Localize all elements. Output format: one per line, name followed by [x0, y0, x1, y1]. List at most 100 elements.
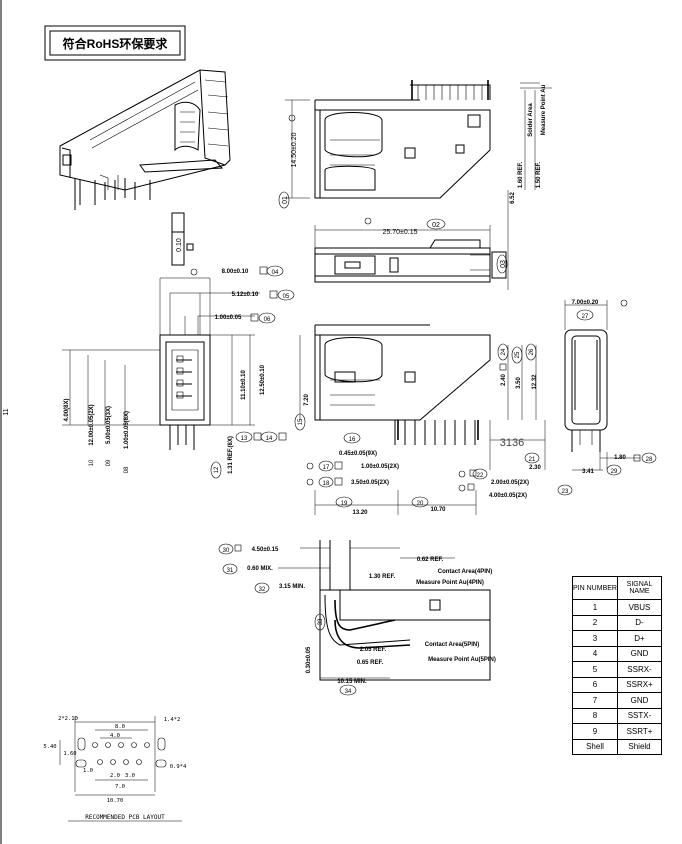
- pin-number-cell: 5: [572, 661, 618, 678]
- dim-31: 0.60 MIX.: [247, 566, 273, 572]
- pcb-7-0: 7.0: [115, 784, 125, 790]
- tag-30: 30: [223, 548, 230, 554]
- dim-06: 1.00±0.05: [215, 315, 242, 321]
- signal-name-header: SIGNAL NAME: [617, 576, 662, 600]
- dim-10: 12.00±0.05(2X): [89, 404, 95, 445]
- tag-16: 16: [349, 437, 356, 443]
- solder-area: Solder Area: [528, 103, 534, 137]
- tag-21: 21: [529, 457, 536, 463]
- tag-33: 33: [318, 618, 324, 625]
- measure-point-5pin: Measure Point Au(5PIN): [428, 657, 496, 663]
- rohs-label-box: 符合RoHS环保要求: [44, 25, 186, 61]
- top-view-drawing: 25.70±0.15 02 03 6.52: [314, 190, 516, 290]
- tag-34: 34: [345, 689, 352, 695]
- tag-09: 09: [106, 459, 112, 466]
- dim-08: 1.00±0.05(8X): [124, 411, 130, 449]
- signal-name-cell: VBUS: [617, 599, 662, 616]
- dim-0-65: 0.65 REF.: [357, 660, 384, 666]
- top-length-dim: 25.70±0.15: [383, 229, 418, 236]
- pin-number-cell: 6: [572, 676, 618, 693]
- pin-number-cell: 8: [572, 707, 618, 724]
- dim-vert: 0.30±0.05: [306, 646, 312, 673]
- pin-table-header: PIN NUMBER SIGNAL NAME: [572, 576, 662, 600]
- signal-name-cell: D+: [617, 630, 662, 647]
- tag-06: 06: [264, 317, 271, 323]
- dim-11v: 11.10±0.10: [241, 370, 247, 400]
- measure-point-4pin: Measure Point Au(4PIN): [416, 580, 484, 586]
- dim-28: 1.80: [614, 455, 626, 461]
- signal-name-cell: GND: [617, 645, 662, 662]
- dim-07: 4.00(8X): [64, 398, 70, 421]
- pin-number-cell: 9: [572, 723, 618, 740]
- tag-10: 10: [89, 459, 95, 466]
- tag-15: 15: [298, 418, 304, 425]
- dim-16: 0.45±0.05(9X): [339, 451, 377, 457]
- pin-number-cell: 3: [572, 630, 618, 647]
- dim-09: 5.00±0.05(3X): [106, 406, 112, 444]
- pcb-3-0: 3.0: [125, 773, 135, 779]
- rohs-label: 符合RoHS环保要求: [63, 36, 169, 51]
- tag-28: 28: [646, 457, 653, 463]
- tag-20: 20: [417, 501, 424, 507]
- pcb-2x2-10: 2*2.10: [58, 716, 78, 722]
- signal-name-cell: SSRT+: [617, 723, 662, 740]
- dim-04: 8.00±0.10: [222, 269, 249, 275]
- pcb-10-70: 10.70: [107, 798, 124, 804]
- pcb-5-40: 5.40: [43, 744, 56, 750]
- pin-number-header: PIN NUMBER: [572, 576, 618, 600]
- tag-01: 01: [282, 196, 289, 204]
- dim-21: 2.30: [529, 465, 541, 471]
- dim-19: 13.20: [352, 510, 368, 516]
- measure-point-au: Measure Point Au: [541, 84, 547, 135]
- dim-12: 1.31 REF.(8X): [228, 436, 234, 474]
- tag-27: 27: [582, 314, 589, 320]
- main-side-view-drawing: 7.20 15 16 0.45±0.05(9X) 17 1.00±0.05(2X…: [294, 324, 573, 516]
- pcb-layout-title: RECOMMENDED PCB LAYOUT: [85, 814, 165, 821]
- tag-12: 12: [214, 466, 220, 473]
- dim-12v: 12.50±0.10: [260, 364, 266, 395]
- tag-18: 18: [323, 481, 330, 487]
- tag-02: 02: [432, 222, 440, 229]
- pin-number-cell: 2: [572, 614, 618, 631]
- contact-area-5pin: Contact Area(5PIN): [425, 642, 479, 648]
- signal-name-cell: GND: [617, 692, 662, 709]
- tag-08: 08: [124, 466, 130, 473]
- stray-value: 3136: [500, 437, 524, 449]
- dim-30: 4.50±0.15: [252, 547, 279, 553]
- dim-17: 1.00±0.05(2X): [361, 464, 399, 470]
- tag-05: 05: [283, 294, 290, 300]
- dim-1-60: 1.60 REF.: [518, 162, 524, 189]
- dim-05: 5.12±0.10: [232, 292, 259, 298]
- dim-22: 2.00±0.05(2X): [491, 480, 529, 486]
- tag-03: 03: [500, 260, 507, 268]
- tag-23: 23: [562, 489, 569, 495]
- tag-13: 13: [241, 436, 248, 442]
- pcb-1-0: 1.0: [83, 768, 93, 774]
- pcb-1-60: 1.60: [63, 751, 76, 757]
- signal-name-cell: D-: [617, 614, 662, 631]
- tag-11: 11: [3, 408, 10, 415]
- contact-detail-drawing: 30 4.50±0.15 31 0.60 MIX. 32 3.15 MIN. 3…: [218, 540, 496, 696]
- tag-31: 31: [227, 568, 234, 574]
- tag-04: 04: [272, 270, 279, 276]
- tolerance-value: 0.10: [176, 238, 183, 252]
- dim-1-50: 1.50 REF.: [536, 162, 542, 189]
- tag-24: 24: [501, 348, 507, 355]
- height-dim: 14.50±0.20: [291, 132, 298, 167]
- pin-number-cell: 4: [572, 645, 618, 662]
- dim-27: 7.00±0.20: [572, 300, 599, 306]
- tag-14: 14: [266, 436, 273, 442]
- pcb-layout-drawing: 2*2.10 1.4*2 8.0 4.0 5.40 1.60 2.0 3.0 1…: [43, 716, 187, 822]
- pin-number-cell: 1: [572, 599, 618, 616]
- tag-29: 29: [611, 469, 618, 475]
- tag-32: 32: [259, 587, 266, 593]
